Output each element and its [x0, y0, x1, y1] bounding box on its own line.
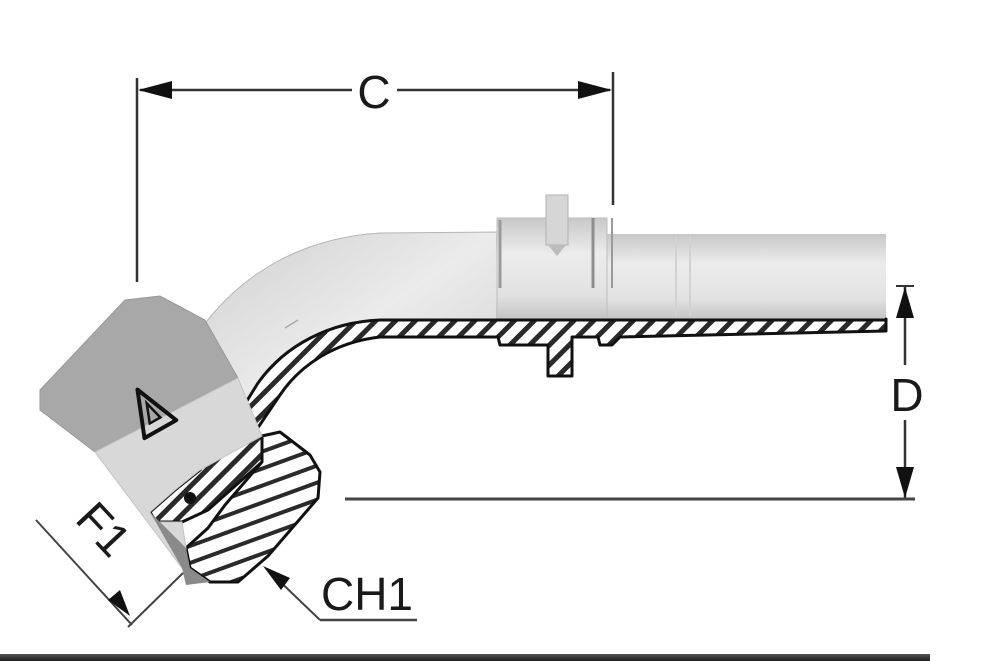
- d-arrow-down-icon: [896, 467, 914, 498]
- dimension-label-c: C: [357, 66, 390, 118]
- d-arrow-up-icon: [896, 287, 914, 318]
- bend-mark: [284, 319, 299, 329]
- dimension-c: C: [135, 66, 615, 282]
- fitting-body: [199, 194, 886, 432]
- f1-arrow-icon: [108, 590, 130, 616]
- o-ring: [184, 492, 196, 504]
- c-arrow-left-icon: [138, 81, 172, 99]
- nut-top-face: [39, 295, 239, 453]
- ch1-arrow-icon: [263, 566, 290, 590]
- section-view: [148, 317, 888, 584]
- locking-pin: [545, 194, 569, 246]
- triangle-logo-icon: [135, 387, 179, 441]
- tube-wall-section: [233, 317, 888, 434]
- dimension-label-d: D: [890, 369, 923, 421]
- dimension-label-ch1: CH1: [321, 568, 413, 620]
- swivel-nut: [39, 295, 263, 585]
- dimension-ch1: CH1: [263, 566, 417, 622]
- nut-section: [184, 430, 322, 584]
- dimension-label-f1: F1: [66, 492, 141, 567]
- c-arrow-right-icon: [578, 81, 612, 99]
- f1-extension-left: [35, 519, 133, 626]
- nut-shadow-edge: [150, 512, 210, 585]
- f1-extension-right: [127, 572, 184, 628]
- pin-arrow-icon: [548, 245, 566, 256]
- dimension-d: D: [345, 285, 924, 501]
- bottom-border-rule: [0, 654, 930, 661]
